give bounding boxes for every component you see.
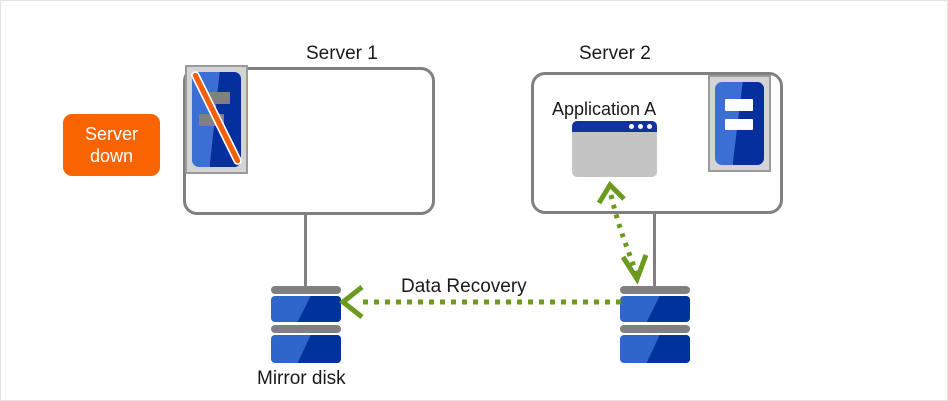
data-recovery-label: Data Recovery bbox=[401, 276, 527, 297]
disk-plate-mid bbox=[620, 325, 690, 333]
server-disabled-icon bbox=[185, 65, 248, 174]
app-window-dot-1 bbox=[629, 124, 634, 129]
disk-block-top bbox=[620, 296, 690, 322]
status-badge: Server down bbox=[63, 114, 160, 176]
status-badge-line-1: Server bbox=[84, 124, 138, 144]
disk-block-bottom bbox=[271, 335, 341, 363]
disk-stack-icon-right bbox=[620, 286, 690, 364]
disk-plate-mid bbox=[271, 325, 341, 333]
disk-plate-top bbox=[271, 286, 341, 294]
disk-block-bottom bbox=[620, 335, 690, 363]
server-icon bbox=[708, 75, 771, 172]
disk-block-top bbox=[271, 296, 341, 322]
disk-plate-top bbox=[620, 286, 690, 294]
server-1-disk-connector bbox=[304, 215, 307, 286]
app-window-titlebar bbox=[572, 121, 657, 132]
server-icon-bar-top bbox=[204, 91, 231, 105]
server-icon-bar-bottom bbox=[198, 113, 225, 127]
status-badge-line-2: down bbox=[89, 146, 134, 166]
application-a-label: Application A bbox=[552, 99, 657, 119]
app-window-dot-3 bbox=[647, 124, 652, 129]
data-recovery-arrow bbox=[338, 285, 621, 319]
app-window-dot-2 bbox=[638, 124, 643, 129]
app-disk-io-arrow bbox=[596, 180, 649, 285]
server-2-disk-connector bbox=[653, 214, 656, 286]
server-1-caption: Server 1 bbox=[306, 43, 378, 64]
server-2-caption: Server 2 bbox=[579, 43, 651, 64]
server-icon-bar-top bbox=[724, 99, 754, 112]
server-icon-bar-bottom bbox=[724, 118, 754, 131]
app-window-icon bbox=[572, 121, 657, 177]
mirror-disk-label: Mirror disk bbox=[257, 368, 346, 389]
disk-stack-icon-left bbox=[271, 286, 341, 364]
